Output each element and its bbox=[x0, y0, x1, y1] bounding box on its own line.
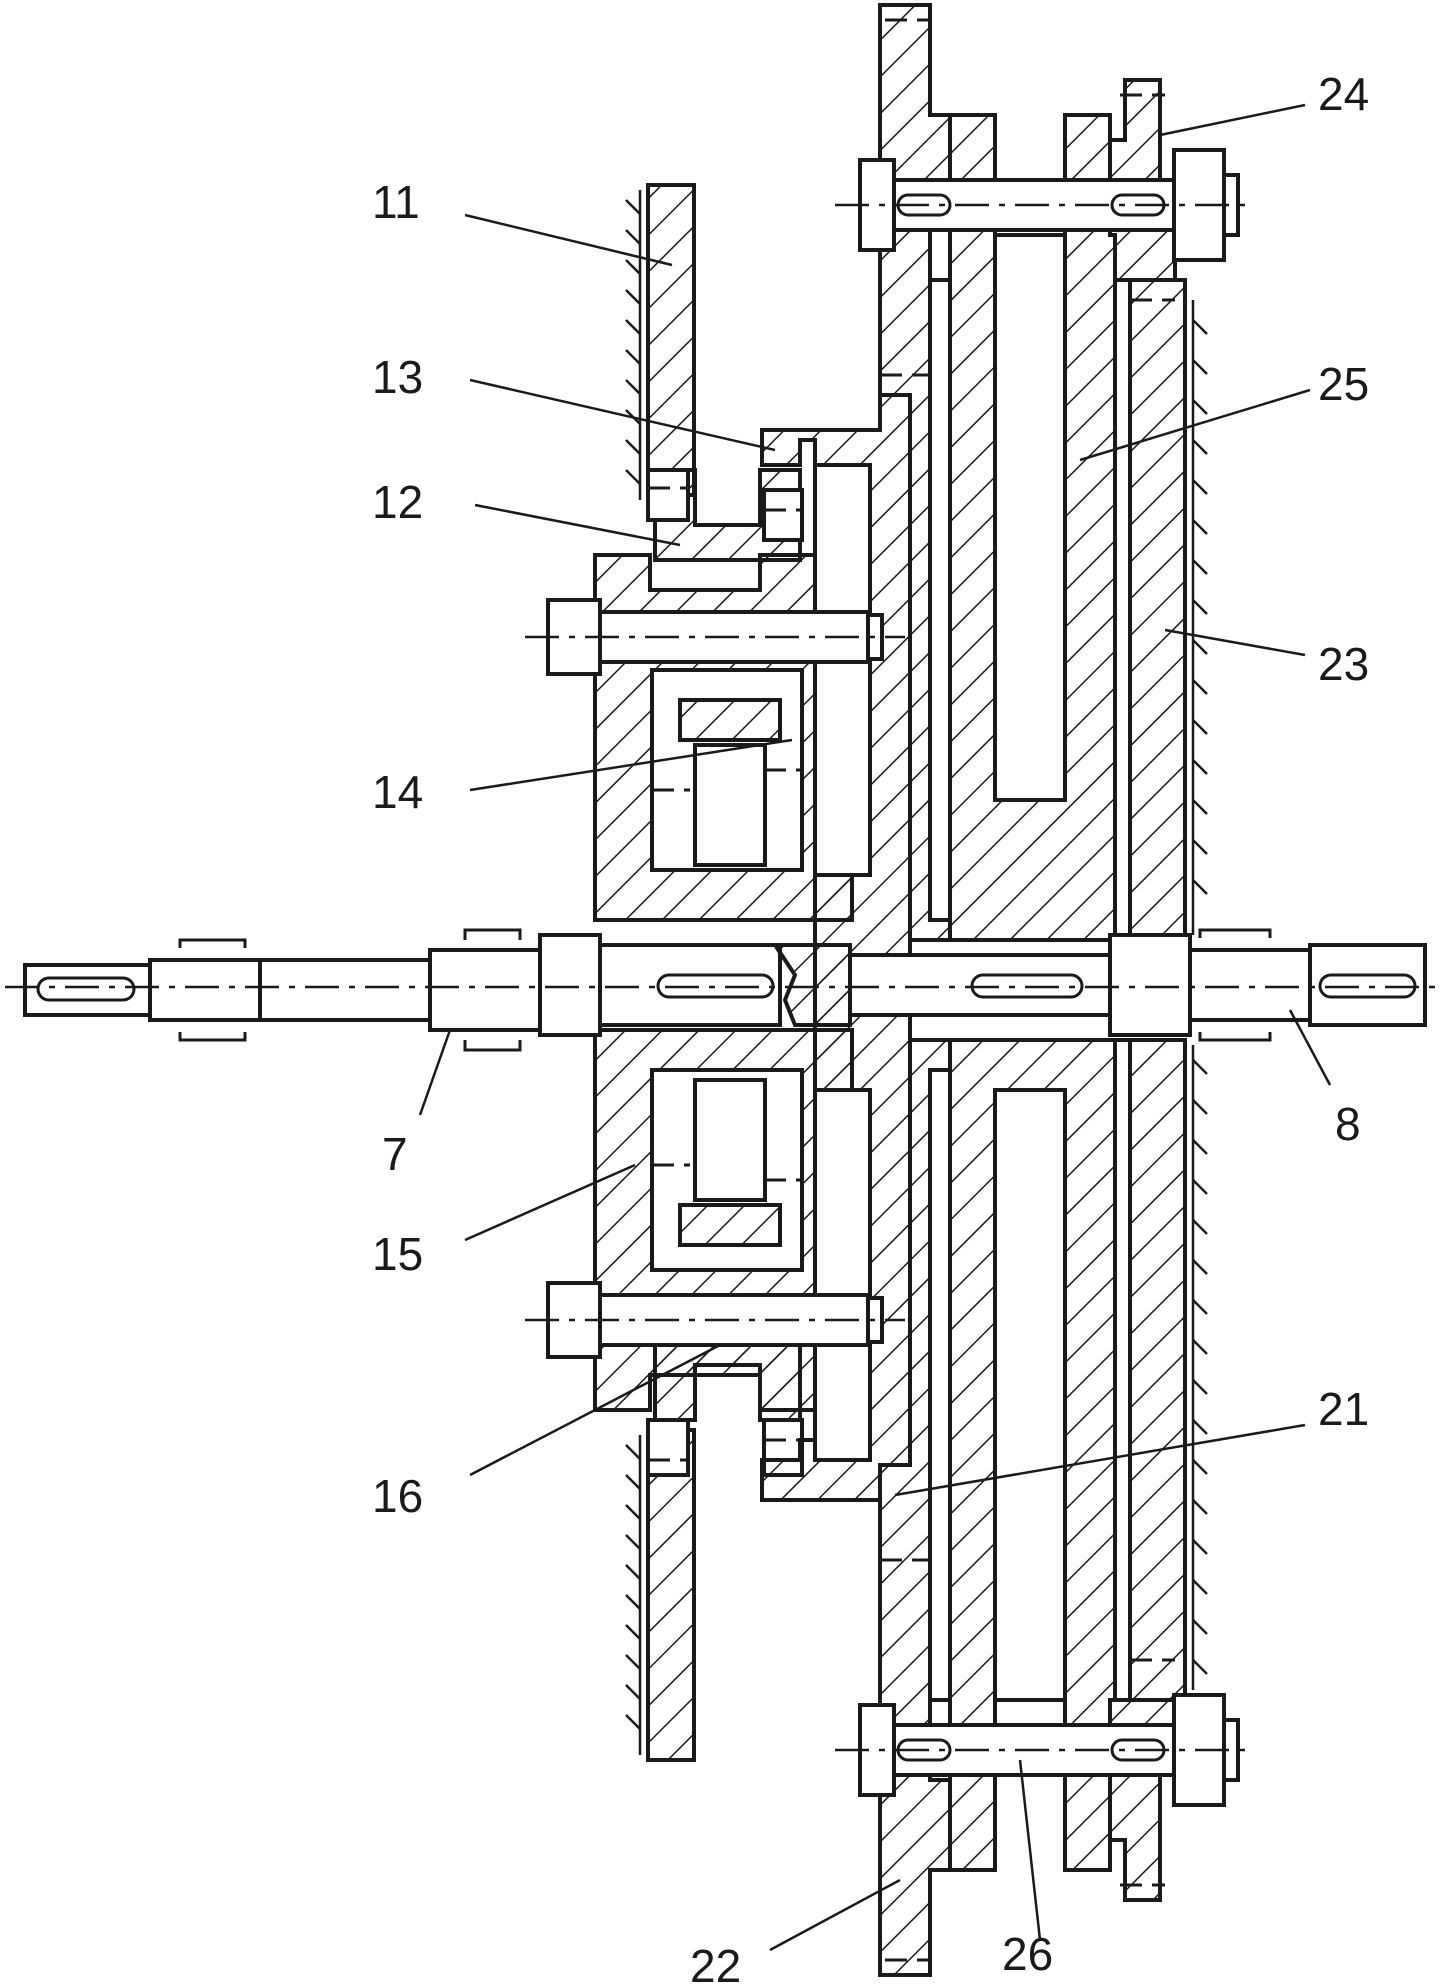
middle-disc bbox=[948, 113, 1117, 1872]
label-26: 26 bbox=[1002, 1928, 1053, 1980]
label-21: 21 bbox=[1318, 1383, 1369, 1435]
label-24: 24 bbox=[1318, 68, 1369, 120]
input-shaft bbox=[23, 928, 852, 1052]
label-22: 22 bbox=[690, 1940, 741, 1984]
label-12: 12 bbox=[372, 476, 423, 528]
leader-lines bbox=[418, 103, 1332, 1952]
hidden-feature-lines bbox=[648, 18, 1175, 1962]
output-shaft bbox=[848, 928, 1427, 1042]
label-7: 7 bbox=[382, 1128, 408, 1180]
planet-pin-top bbox=[525, 598, 905, 676]
label-8: 8 bbox=[1335, 1098, 1361, 1150]
label-16: 16 bbox=[372, 1470, 423, 1522]
label-11: 11 bbox=[372, 176, 420, 228]
label-15: 15 bbox=[372, 1228, 423, 1280]
planet-gear-top bbox=[646, 468, 804, 562]
planet-pin-bottom bbox=[525, 1281, 905, 1359]
label-23: 23 bbox=[1318, 638, 1369, 690]
label-14: 14 bbox=[372, 766, 423, 818]
part-labels: 11 13 12 14 7 15 16 22 26 24 25 23 8 21 bbox=[372, 68, 1369, 1984]
tie-bolt-bottom bbox=[835, 1693, 1255, 1807]
label-13: 13 bbox=[372, 351, 423, 403]
left-fixed-plate bbox=[625, 183, 696, 1762]
label-25: 25 bbox=[1318, 358, 1369, 410]
tie-bolt-top bbox=[835, 148, 1255, 262]
